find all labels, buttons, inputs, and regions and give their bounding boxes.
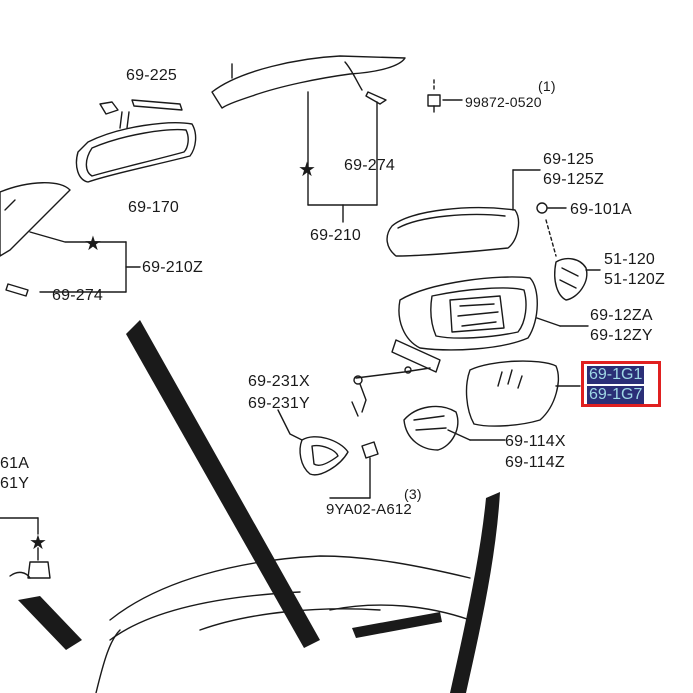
label-69-125: 69-125 <box>543 151 595 168</box>
label-69-225: 69-225 <box>126 67 178 84</box>
leader-69-274-top <box>307 91 387 223</box>
rear-view-mirror <box>75 99 197 183</box>
label-69-274-top: 69-274 <box>344 157 396 174</box>
star-markers: ★ ★ ★ <box>29 157 316 554</box>
body-thick-lines <box>18 320 500 693</box>
label-51-120Z: 51-120Z <box>604 271 665 288</box>
sun-visor <box>0 182 141 297</box>
label-69-210: 69-210 <box>310 227 362 244</box>
wiring-harness <box>351 366 431 417</box>
label-69-1G7: 69-1G7 <box>587 386 645 404</box>
label-69-101A: 69-101A <box>570 201 632 218</box>
label-ref-1: (1) <box>538 78 556 94</box>
label-69-210Z: 69-210Z <box>142 259 203 276</box>
label-69-170: 69-170 <box>128 199 180 216</box>
label-51-120: 51-120 <box>604 251 656 268</box>
star-icon-1: ★ <box>298 157 316 181</box>
star-icon-3: ★ <box>29 530 47 554</box>
label-61Y: 61Y <box>0 475 30 492</box>
turn-signal-lamp <box>554 257 601 301</box>
label-69-274-left: 69-274 <box>52 287 104 304</box>
mirror-cover-cap <box>386 169 541 257</box>
mirror-housing <box>391 276 589 373</box>
screw-69-101A <box>536 202 567 257</box>
bolt-99872 <box>427 79 463 113</box>
label-69-231Y: 69-231Y <box>248 395 310 412</box>
lower-cover <box>403 405 506 451</box>
star-icon-2: ★ <box>84 231 102 255</box>
label-69-1G1: 69-1G1 <box>587 366 645 384</box>
label-ref-3: (3) <box>404 486 422 502</box>
label-69-12ZY: 69-12ZY <box>590 327 653 344</box>
left-clip <box>0 517 51 579</box>
label-69-114Z: 69-114Z <box>505 454 565 471</box>
highlight-box <box>581 361 661 407</box>
mirror-glass <box>465 360 581 427</box>
trim-clip <box>277 409 349 476</box>
label-69-114X: 69-114X <box>505 433 566 450</box>
headliner-panel <box>211 55 406 109</box>
label-69-125Z: 69-125Z <box>543 171 604 188</box>
label-9YA02-A612: 9YA02-A612 <box>326 501 412 518</box>
label-99872-0520: 99872-0520 <box>465 94 542 110</box>
label-61A: 61A <box>0 455 30 472</box>
label-69-12ZA: 69-12ZA <box>590 307 653 324</box>
bolt-9YA02 <box>329 441 379 499</box>
label-69-231X: 69-231X <box>248 373 310 390</box>
